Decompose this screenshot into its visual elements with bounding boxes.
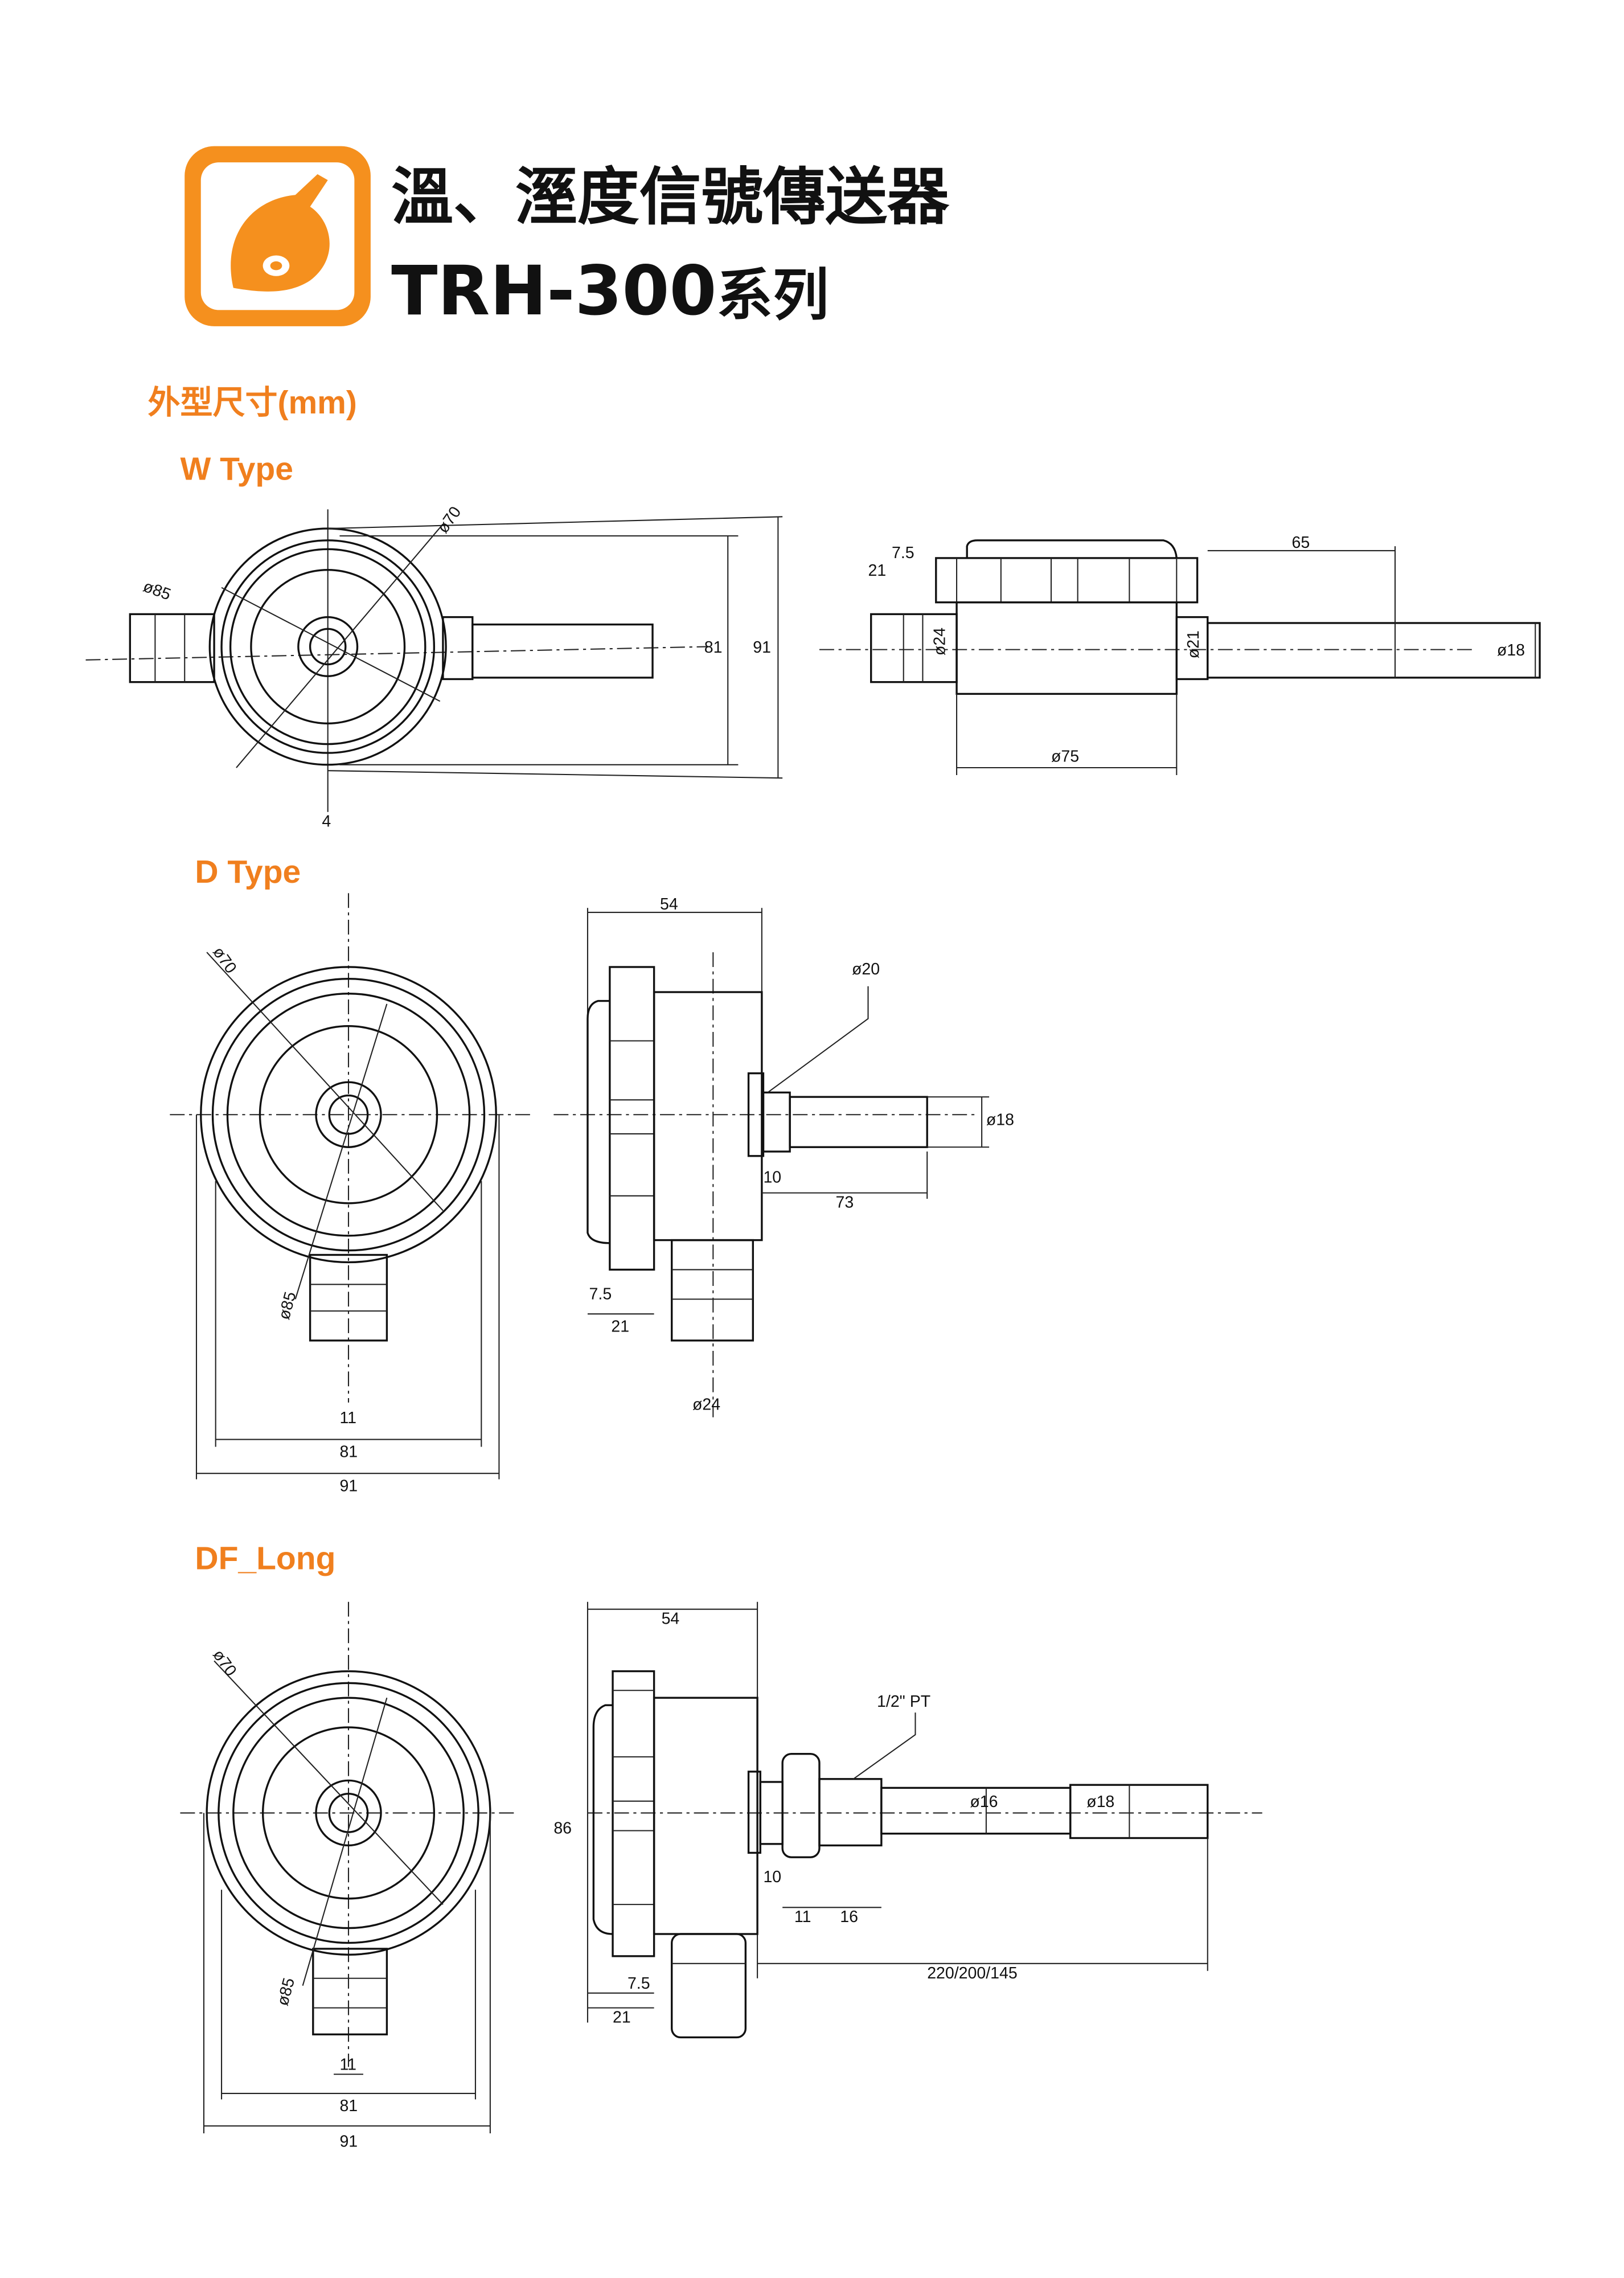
w-type-front-view: [85, 509, 783, 812]
brand-logo: [184, 146, 371, 326]
w-side-dim-d18: ø18: [1497, 641, 1525, 659]
w-side-dim-7-5: 7.5: [892, 544, 914, 562]
d-side-dim-54: 54: [660, 895, 678, 913]
product-model: TRH-300系列: [391, 252, 829, 331]
df-long-heading: DF_Long: [195, 1540, 335, 1577]
model-number: TRH-300: [391, 252, 716, 331]
df-side-dim-7-5: 7.5: [628, 1974, 650, 1993]
d-side-dim-73: 73: [835, 1194, 854, 1212]
df-front-dim-81: 81: [339, 2097, 358, 2115]
w-front-dim-91: 91: [753, 638, 771, 657]
w-side-dim-d75: ø75: [1051, 748, 1079, 766]
w-front-dim-d85: ø85: [141, 577, 173, 604]
d-type-side-view: [553, 908, 990, 1417]
d-side-dim-7-5: 7.5: [589, 1285, 612, 1303]
w-front-dim-81: 81: [704, 638, 723, 657]
df-front-dim-91: 91: [339, 2132, 358, 2150]
d-front-dim-11: 11: [339, 1409, 356, 1427]
section-title: 外型尺寸(mm): [147, 384, 356, 421]
df-side-dim-86: 86: [553, 1820, 572, 1838]
w-front-dim-d70: ø70: [434, 503, 465, 537]
product-title: 溫、溼度信號傳送器: [391, 161, 950, 233]
d-front-dim-d70: ø70: [209, 944, 240, 977]
df-long-front-view: [180, 1601, 517, 2133]
d-side-dim-d20: ø20: [852, 960, 880, 978]
df-side-dim-54: 54: [662, 1610, 680, 1628]
d-side-dim-d24: ø24: [692, 1396, 720, 1414]
df-front-dim-d70: ø70: [209, 1646, 240, 1680]
series-label: 系列: [716, 263, 829, 328]
w-type-side-view: [819, 539, 1541, 775]
df-side-dim-16: 16: [840, 1908, 858, 1926]
df-side-dim-d16: ø16: [970, 1793, 998, 1811]
df-side-dim-21: 21: [613, 2009, 631, 2027]
df-side-dim-d18: ø18: [1086, 1793, 1114, 1811]
d-side-dim-21: 21: [611, 1317, 629, 1335]
d-side-dim-10: 10: [763, 1168, 781, 1186]
df-front-dim-d85: ø85: [274, 1976, 299, 2008]
d-type-front-view: [170, 893, 532, 1480]
d-front-dim-81: 81: [339, 1443, 358, 1461]
w-side-dim-65: 65: [1292, 534, 1310, 552]
df-front-dim-11: 11: [339, 2055, 356, 2074]
d-front-dim-d85: ø85: [275, 1290, 300, 1322]
df-side-thread-label: 1/2" PT: [877, 1693, 930, 1711]
df-side-dim-10: 10: [763, 1868, 781, 1886]
df-long-side-view: [587, 1601, 1262, 2039]
df-side-dim-length: 220/200/145: [927, 1964, 1018, 1982]
d-type-heading: D Type: [195, 854, 301, 890]
d-side-dim-d18: ø18: [986, 1111, 1014, 1129]
w-front-dim-4: 4: [322, 813, 331, 831]
w-side-dim-21: 21: [868, 562, 887, 580]
w-side-dim-d21: ø21: [1184, 630, 1203, 658]
df-side-dim-11: 11: [794, 1908, 811, 1926]
d-front-dim-91: 91: [339, 1477, 358, 1495]
w-type-heading: W Type: [180, 451, 293, 487]
w-side-dim-d24: ø24: [930, 628, 949, 655]
